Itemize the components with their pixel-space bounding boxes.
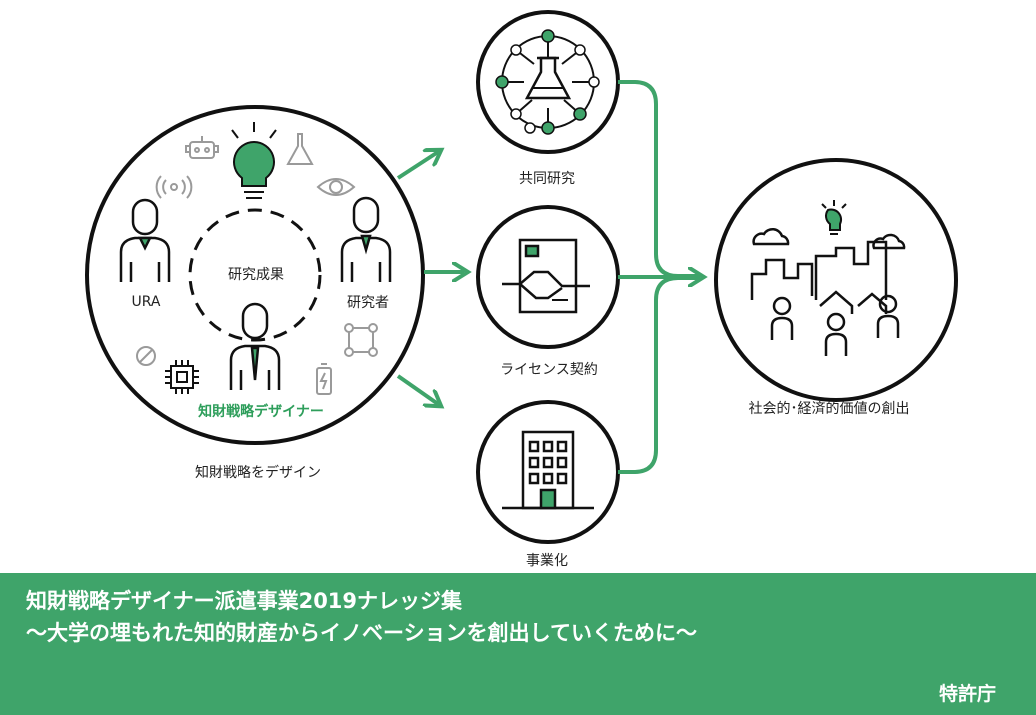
connector-business: [618, 276, 698, 474]
value-creation-label: 社会的･経済的価値の創出: [748, 401, 910, 417]
designer-label: 知財戦略デザイナー: [198, 404, 324, 420]
researcher-person-icon: [340, 196, 392, 282]
banner-title-line1: 知財戦略デザイナー派遣事業2019ナレッジ集: [26, 589, 463, 613]
arrow-to-business: [396, 374, 438, 404]
value-creation-circle: [714, 158, 958, 402]
network-dots: [495, 29, 600, 135]
ura-label: URA: [131, 294, 161, 310]
license-circle: [476, 205, 620, 349]
robot-icon: [185, 136, 219, 159]
network-nodes-icon: [344, 323, 378, 357]
building-icon: [502, 430, 594, 510]
license-label: ライセンス契約: [500, 362, 598, 378]
inner-label: 研究成果: [228, 267, 284, 283]
ip-strategy-diagram: [85, 10, 958, 544]
researcher-label: 研究者: [347, 295, 389, 311]
signal-icon: [155, 175, 193, 199]
connector-joint-research: [618, 80, 698, 278]
handshake-contract-icon: [502, 238, 590, 314]
flask-icon: [286, 133, 314, 165]
lightbulb-icon: [231, 122, 277, 199]
eye-icon: [316, 178, 356, 196]
city-people-icon: [750, 200, 906, 356]
battery-icon: [316, 363, 332, 395]
chip-icon: [165, 360, 199, 394]
inner-dashed-circle: [188, 208, 322, 342]
title-banner: 知財戦略デザイナー派遣事業2019ナレッジ集 ～大学の埋もれた知的財産からイノベ…: [0, 573, 1036, 715]
left-circle: [85, 105, 425, 445]
ura-person-icon: [119, 198, 171, 282]
designer-person-icon: [229, 302, 281, 390]
left-caption: 知財戦略をデザイン: [195, 465, 321, 481]
joint-research-label: 共同研究: [519, 171, 575, 187]
banner-title-line2: ～大学の埋もれた知的財産からイノベーションを創出していくために～: [26, 621, 697, 645]
business-circle: [476, 400, 620, 544]
business-label: 事業化: [526, 553, 568, 569]
capsule-icon: [136, 346, 156, 366]
organization-name: 特許庁: [938, 683, 996, 705]
arrow-to-joint-research: [396, 152, 438, 180]
